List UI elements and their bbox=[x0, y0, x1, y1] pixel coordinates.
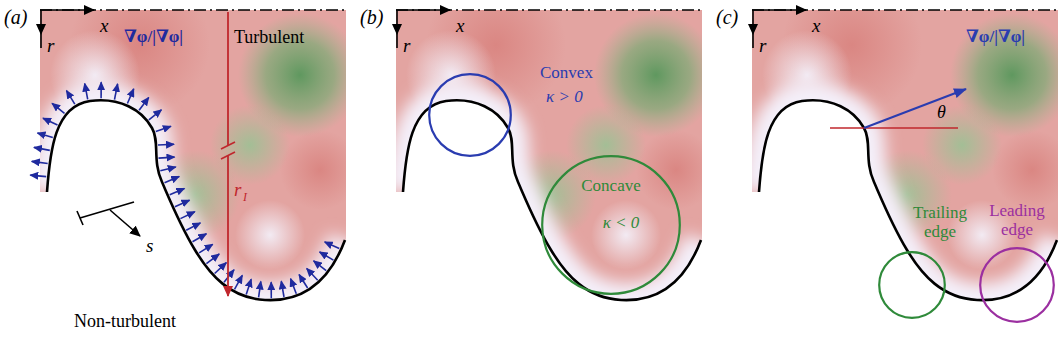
region-label: Non-turbulent bbox=[74, 312, 176, 332]
radius-subscript: I bbox=[243, 191, 247, 204]
axis-label: r bbox=[759, 36, 766, 57]
normal-arrow bbox=[307, 269, 318, 281]
normal-arrow bbox=[85, 84, 88, 100]
normal-arrow bbox=[206, 254, 219, 264]
normal-arrow bbox=[158, 144, 174, 146]
normal-arrow bbox=[270, 282, 272, 298]
normal-arrow bbox=[156, 126, 171, 131]
circle-outline bbox=[428, 73, 512, 157]
normal-arrow bbox=[281, 281, 284, 297]
normal-arrow bbox=[170, 188, 185, 194]
normal-arrow bbox=[149, 110, 162, 120]
normal-arrow bbox=[291, 279, 297, 294]
circle-label: Leading edge bbox=[983, 201, 1051, 239]
normal-arrow bbox=[34, 147, 50, 150]
normal-arrow bbox=[186, 223, 200, 230]
circle-label: Trailing edge bbox=[908, 203, 972, 241]
circle-outline bbox=[878, 251, 946, 319]
normal-arrow bbox=[43, 118, 58, 125]
circle-label: κ < 0 bbox=[551, 213, 691, 232]
axis-label: r bbox=[47, 36, 54, 57]
axis-label: x bbox=[100, 16, 108, 37]
normal-arrow bbox=[199, 244, 213, 253]
angle-label: θ bbox=[937, 103, 946, 123]
normal-arrow bbox=[320, 252, 334, 260]
circle-label: Concave bbox=[541, 176, 681, 195]
normal-arrow bbox=[235, 275, 243, 289]
axis-label: r bbox=[403, 36, 410, 57]
region-label: Turbulent bbox=[234, 28, 304, 48]
normal-arrow bbox=[67, 91, 75, 105]
normal-arrow bbox=[30, 175, 46, 177]
normal-arrow bbox=[165, 176, 180, 182]
normal-arrow bbox=[193, 234, 207, 242]
normal-arrow bbox=[139, 98, 149, 111]
normal-arrow bbox=[224, 270, 234, 282]
normal-arrow bbox=[299, 275, 308, 289]
normal-arrow bbox=[175, 200, 190, 207]
normal-arrow bbox=[246, 279, 251, 294]
normal-arrow bbox=[215, 263, 227, 274]
normal-arrow bbox=[52, 103, 64, 113]
circle-label: Convex bbox=[540, 63, 593, 82]
normal-arrow bbox=[314, 261, 327, 271]
normal-arrow bbox=[180, 212, 194, 219]
radius-label: r bbox=[234, 180, 241, 201]
vector-label: ∇φ/|∇φ| bbox=[124, 28, 183, 47]
panel-letter: (b) bbox=[360, 6, 383, 28]
normal-arrow bbox=[38, 133, 53, 138]
axis-label: x bbox=[456, 16, 464, 37]
curvature-circle: Concaveκ < 0 bbox=[541, 155, 681, 295]
vector-label: ∇φ/|∇φ| bbox=[966, 28, 1025, 47]
curvature-circle: Trailing edge bbox=[878, 251, 946, 319]
normal-arrow bbox=[115, 84, 118, 100]
panel-letter: (c) bbox=[716, 6, 738, 28]
curvature-circle: Convexκ > 0 bbox=[428, 73, 512, 157]
axis-label: x bbox=[812, 16, 820, 37]
circle-label: κ > 0 bbox=[546, 87, 583, 106]
arc-length-label: s bbox=[146, 236, 153, 257]
curvature-circle: Leading edge bbox=[979, 247, 1055, 323]
normal-arrow bbox=[259, 282, 261, 298]
normal-arrow bbox=[127, 89, 133, 104]
normal-arrow bbox=[159, 157, 175, 158]
panel-letter: (a) bbox=[4, 6, 27, 28]
circle-outline bbox=[979, 247, 1055, 323]
normal-arrow bbox=[160, 167, 176, 171]
normal-arrow bbox=[32, 161, 48, 163]
normal-arrow bbox=[100, 82, 102, 98]
normal-arrow bbox=[325, 242, 340, 249]
